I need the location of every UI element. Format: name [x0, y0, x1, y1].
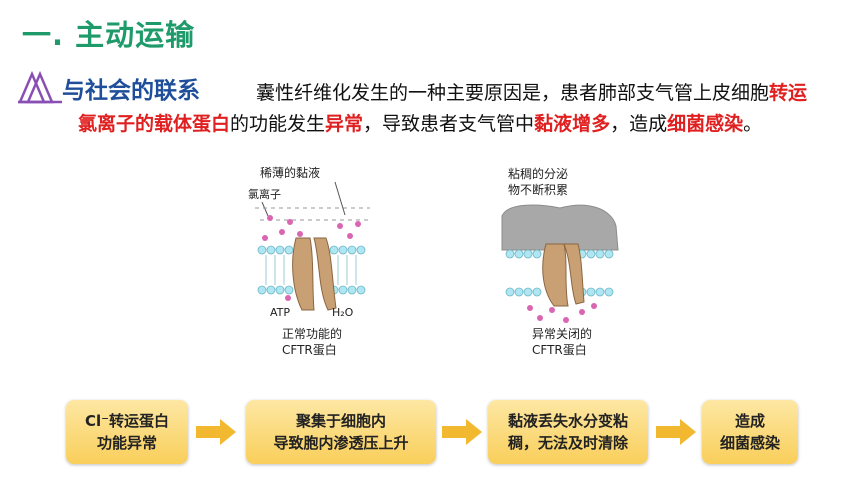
highlight-mucus: 黏液增多 [534, 113, 611, 135]
flow-step-1: Cl⁻转运蛋白功能异常 [66, 400, 188, 464]
normal-cftr-diagram: 稀薄的黏液 氯离子 ATP H₂O 正常功能的 CFTR蛋白 [248, 165, 370, 357]
caption-normal-2: CFTR蛋白 [282, 342, 337, 357]
flow-step-4: 造成细菌感染 [702, 400, 798, 464]
arrow-right-icon [196, 419, 236, 445]
label-thick-secretion-2: 物不断积累 [508, 182, 568, 197]
page-title: 一. 主动运输 [22, 18, 196, 52]
arrow-right-icon [442, 419, 482, 445]
caption-abnormal-1: 异常关闭的 [532, 326, 592, 341]
flow-step-3: 黏液丢失水分变粘稠，无法及时清除 [488, 400, 648, 464]
highlight-abnormal: 异常 [325, 113, 364, 135]
label-thin-mucus: 稀薄的黏液 [260, 165, 320, 180]
abnormal-cftr-diagram: 粘稠的分泌 物不断积累 异常关闭的 CFTR蛋白 [501, 166, 619, 357]
body-paragraph: 囊性纤维化发生的一种主要原因是，患者肺部支气管上皮细胞转运氯离子的载体蛋白的功能… [78, 82, 808, 135]
caption-abnormal-2: CFTR蛋白 [532, 342, 587, 357]
label-atp: ATP [270, 306, 290, 319]
section-triangle-icon [18, 70, 62, 104]
label-thick-secretion-1: 粘稠的分泌 [508, 166, 568, 181]
highlight-infection: 细菌感染 [667, 113, 744, 135]
label-h2o: H₂O [332, 306, 354, 319]
caption-normal-1: 正常功能的 [282, 326, 342, 341]
arrow-right-icon [656, 419, 696, 445]
cftr-figure: 稀薄的黏液 氯离子 ATP H₂O 正常功能的 CFTR蛋白 [248, 165, 619, 357]
label-chloride-ion: 氯离子 [248, 187, 281, 201]
highlight-carrier-protein: 转运氯离子的载体蛋白 [78, 82, 808, 135]
flow-step-2: 聚集于细胞内导致胞内渗透压上升 [246, 400, 436, 464]
section-label: 与社会的联系 [62, 78, 200, 104]
